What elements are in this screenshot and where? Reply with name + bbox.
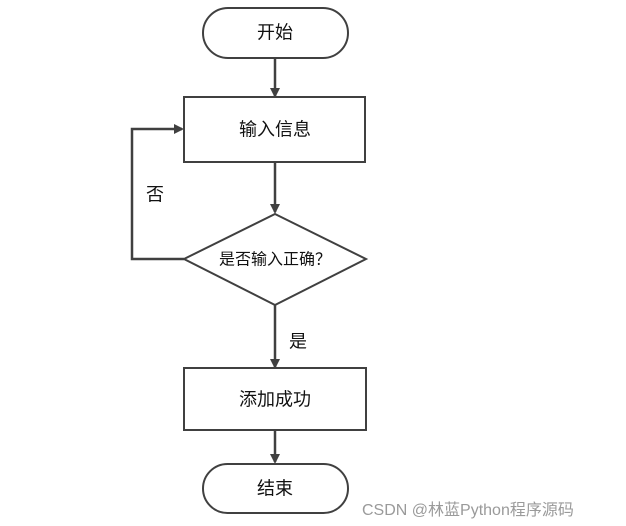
decision-node: 是否输入正确？ (181, 212, 369, 307)
watermark: CSDN @林蓝Python程序源码 (362, 502, 574, 519)
end-label: 结束 (257, 479, 293, 500)
start-node: 开始 (202, 7, 349, 59)
start-label: 开始 (257, 23, 293, 44)
end-node: 结束 (202, 463, 349, 514)
decision-label: 是否输入正确？ (219, 250, 331, 269)
success-label: 添加成功 (239, 390, 311, 411)
success-node: 添加成功 (183, 367, 367, 431)
yes-label: 是 (289, 332, 307, 353)
input-node: 输入信息 (183, 96, 366, 163)
input-label: 输入信息 (239, 120, 311, 141)
no-label: 否 (146, 185, 164, 206)
arrow-no-loop (130, 124, 184, 261)
